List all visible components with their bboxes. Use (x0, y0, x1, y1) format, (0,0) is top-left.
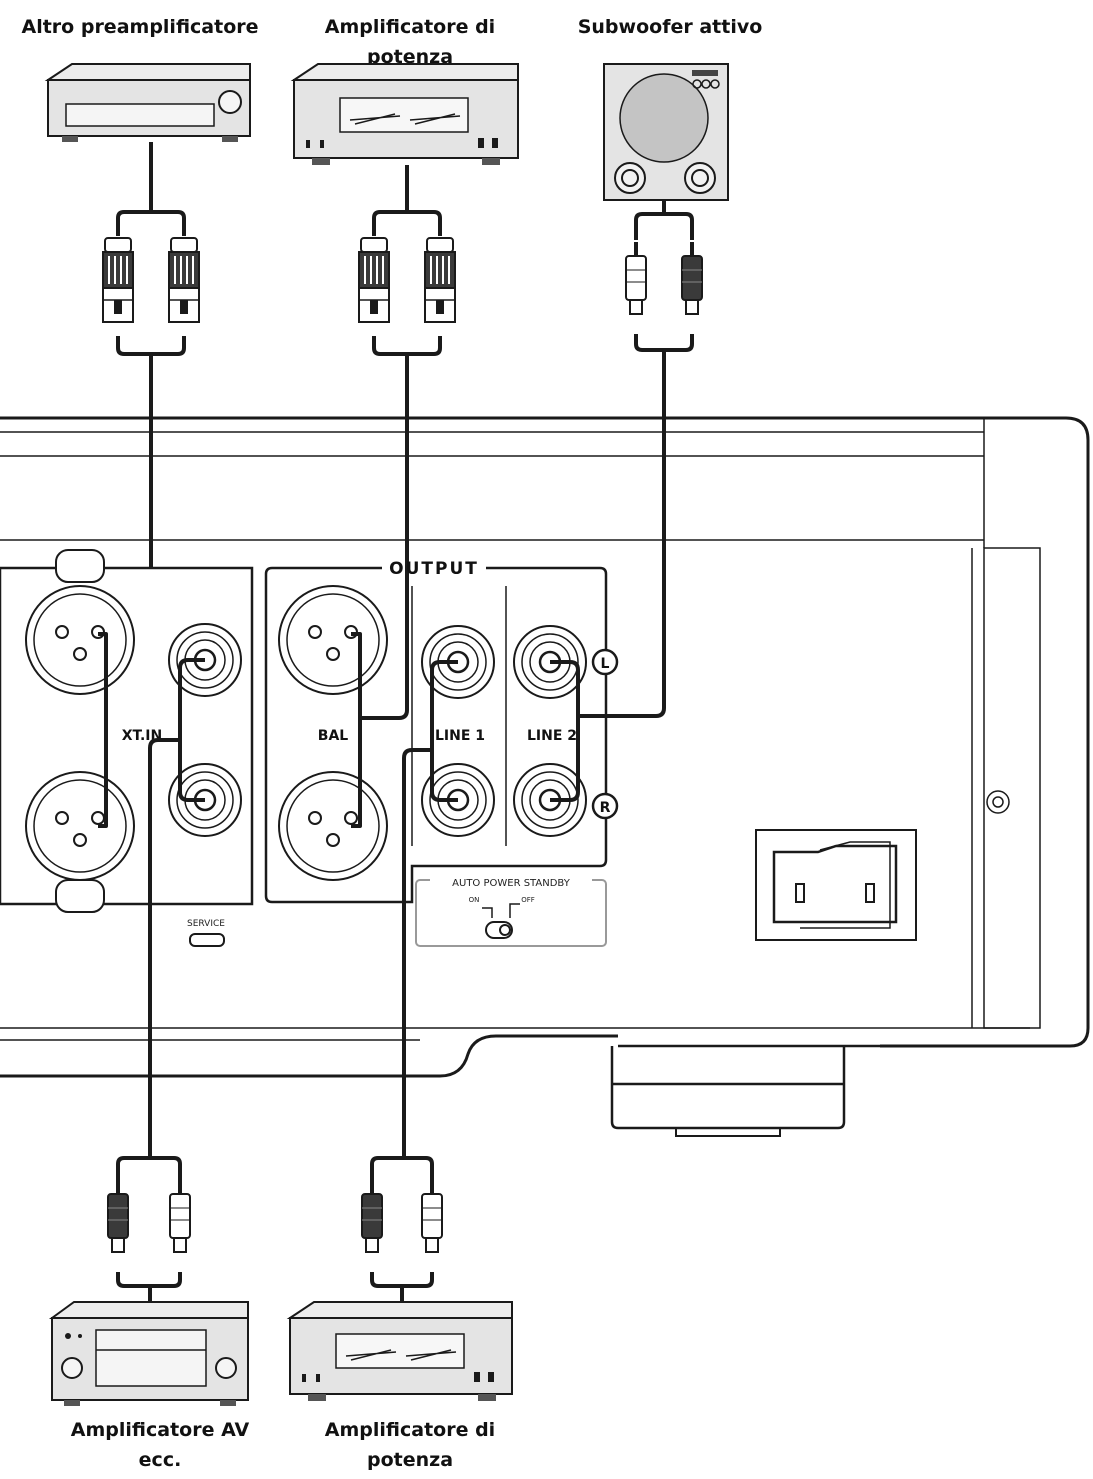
rca-plug (421, 1179, 443, 1253)
output-title: OUTPUT (389, 559, 479, 579)
auto-standby-on: ON (469, 896, 480, 904)
bal-label: BAL (318, 728, 349, 744)
rca-plug (681, 241, 703, 315)
subwoofer-device (603, 63, 729, 201)
label-power-amp-bottom-line1: Amplificatore di (324, 1419, 496, 1441)
label-av-amp-line1: Amplificatore AV (70, 1419, 250, 1441)
line1-label: LINE 1 (435, 728, 485, 744)
xlr-plug (168, 237, 200, 323)
service-label: SERVICE (187, 919, 225, 929)
av-amp-device (48, 1301, 249, 1406)
xlr-plug (102, 237, 134, 323)
power-inlet (755, 829, 917, 941)
xlr-plug (358, 237, 390, 323)
line2-label: LINE 2 (527, 728, 577, 744)
auto-standby-title: AUTO POWER STANDBY (452, 878, 571, 889)
label-av-amp: Amplificatore AV ecc. (40, 1415, 280, 1475)
xlr-socket-bal-l (278, 585, 388, 695)
rear-panel (0, 416, 1090, 1137)
channel-right-marker: R (600, 800, 611, 816)
xlr-socket-ext-l (25, 585, 135, 695)
label-power-amp-bottom-line2: potenza (366, 1449, 454, 1471)
power-amp-top-device (290, 63, 519, 165)
power-amp-bottom-device (286, 1301, 513, 1401)
channel-left-marker: L (601, 656, 610, 672)
label-subwoofer: Subwoofer attivo (577, 16, 763, 38)
ground-screw (986, 790, 1010, 814)
xlr-socket-bal-r (278, 771, 388, 881)
auto-standby-off: OFF (521, 896, 535, 904)
label-power-amp-top: Amplificatore di potenza (324, 16, 496, 68)
xlr-socket-ext-r (25, 771, 135, 881)
rca-plug (107, 1179, 129, 1253)
service-port: SERVICE (187, 919, 225, 947)
cables-bottom (116, 1156, 434, 1302)
auto-power-standby: AUTO POWER STANDBY ON OFF (415, 873, 607, 947)
other-preamp-device (44, 63, 251, 142)
rca-plug (625, 241, 647, 315)
label-av-amp-line2: ecc. (138, 1449, 182, 1471)
ext-in-section: XT.IN (0, 549, 254, 913)
rca-plug (169, 1179, 191, 1253)
cables-panel (98, 632, 580, 1156)
label-power-amp-bottom: Amplificatore di potenza (290, 1415, 530, 1475)
xlr-plug (424, 237, 456, 323)
label-other-preamp: Altro preamplificatore (21, 16, 259, 38)
rca-plug (361, 1179, 383, 1253)
output-section: OUTPUT BAL LINE 1 LINE 2 L R (264, 559, 619, 904)
